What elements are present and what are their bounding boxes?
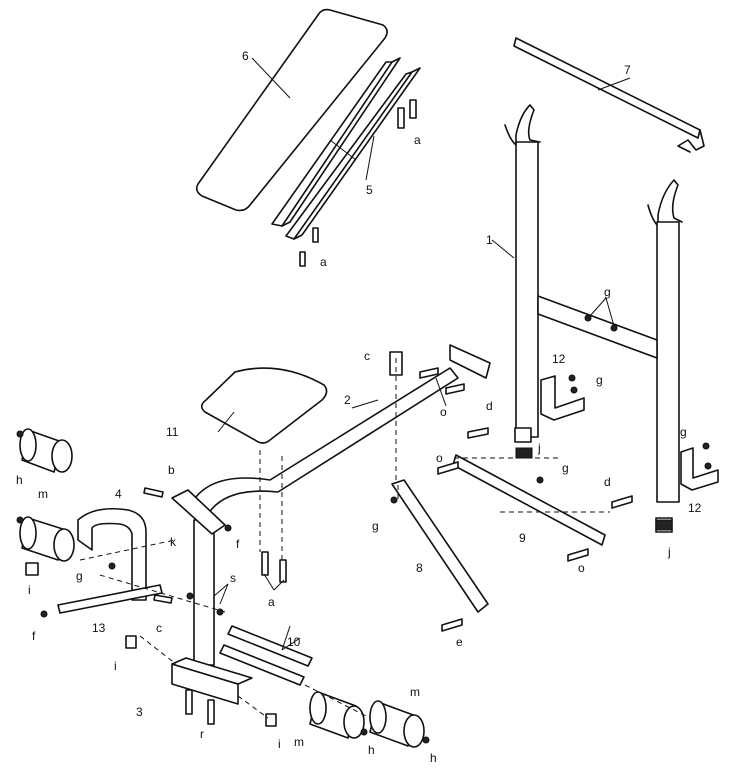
label-j1: j bbox=[537, 441, 541, 455]
assembly-guide-lines bbox=[79, 358, 610, 719]
label-o3: o bbox=[578, 561, 585, 575]
label-s: s bbox=[230, 571, 236, 585]
label-m2: m bbox=[294, 735, 304, 749]
label-10: 10 bbox=[287, 635, 301, 649]
leader-lines bbox=[213, 57, 631, 651]
front-upright-post bbox=[171, 489, 226, 666]
label-9: 9 bbox=[519, 531, 526, 545]
part-6-back-pad bbox=[195, 8, 388, 212]
label-k: k bbox=[170, 535, 177, 549]
part-11-seat-pad bbox=[200, 367, 328, 444]
label-h1: h bbox=[16, 473, 23, 487]
label-g5: g bbox=[372, 519, 379, 533]
label-5: 5 bbox=[366, 183, 373, 197]
part-9-base-bar bbox=[452, 454, 606, 546]
label-12b: 12 bbox=[688, 501, 702, 515]
part-7-weight-bar bbox=[513, 37, 705, 153]
label-i2: i bbox=[114, 659, 117, 673]
part-8-diagonal-support bbox=[391, 479, 489, 613]
label-h2: h bbox=[368, 743, 375, 757]
label-7: 7 bbox=[624, 63, 631, 77]
label-o2: o bbox=[436, 451, 443, 465]
label-13: 13 bbox=[92, 621, 106, 635]
roller-pads bbox=[19, 428, 425, 748]
label-r: r bbox=[200, 727, 204, 741]
part-2-main-frame bbox=[187, 344, 491, 521]
label-4: 4 bbox=[115, 487, 122, 501]
label-a2: a bbox=[320, 255, 327, 269]
label-6: 6 bbox=[242, 49, 249, 63]
part-4-leg-bracket bbox=[77, 507, 147, 601]
label-g4: g bbox=[562, 461, 569, 475]
label-a3: a bbox=[268, 595, 275, 609]
label-o1: o bbox=[440, 405, 447, 419]
label-g3: g bbox=[680, 425, 687, 439]
label-8: 8 bbox=[416, 561, 423, 575]
label-11: 11 bbox=[166, 425, 179, 439]
part-5-pad-brackets bbox=[271, 57, 421, 240]
label-12a: 12 bbox=[552, 352, 566, 366]
label-m1: m bbox=[38, 487, 48, 501]
label-d2: d bbox=[604, 475, 611, 489]
label-i1: i bbox=[28, 583, 31, 597]
label-3: 3 bbox=[136, 705, 143, 719]
label-f2: f bbox=[32, 629, 36, 643]
hardware-fasteners bbox=[16, 99, 712, 744]
label-h3: h bbox=[430, 751, 437, 765]
label-f1: f bbox=[236, 537, 240, 551]
label-g1: g bbox=[604, 285, 611, 299]
label-g2: g bbox=[596, 373, 603, 387]
part-3-front-base bbox=[171, 657, 253, 705]
label-m3: m bbox=[410, 685, 420, 699]
label-j2: j bbox=[667, 545, 671, 559]
part-1-upright-frame bbox=[504, 104, 683, 533]
part-12-brackets bbox=[540, 375, 719, 491]
label-c2: c bbox=[156, 621, 162, 635]
label-1: 1 bbox=[486, 233, 493, 247]
label-g6: g bbox=[76, 569, 83, 583]
part-callout-labels: 6 5 7 1 2 11 4 13 10 3 8 9 12 12 a a a b… bbox=[16, 49, 702, 765]
label-c1: c bbox=[364, 349, 370, 363]
label-d1: d bbox=[486, 399, 493, 413]
label-e: e bbox=[456, 635, 463, 649]
label-b: b bbox=[168, 463, 175, 477]
label-i3: i bbox=[278, 737, 281, 751]
label-a1: a bbox=[414, 133, 421, 147]
label-2: 2 bbox=[344, 393, 351, 407]
